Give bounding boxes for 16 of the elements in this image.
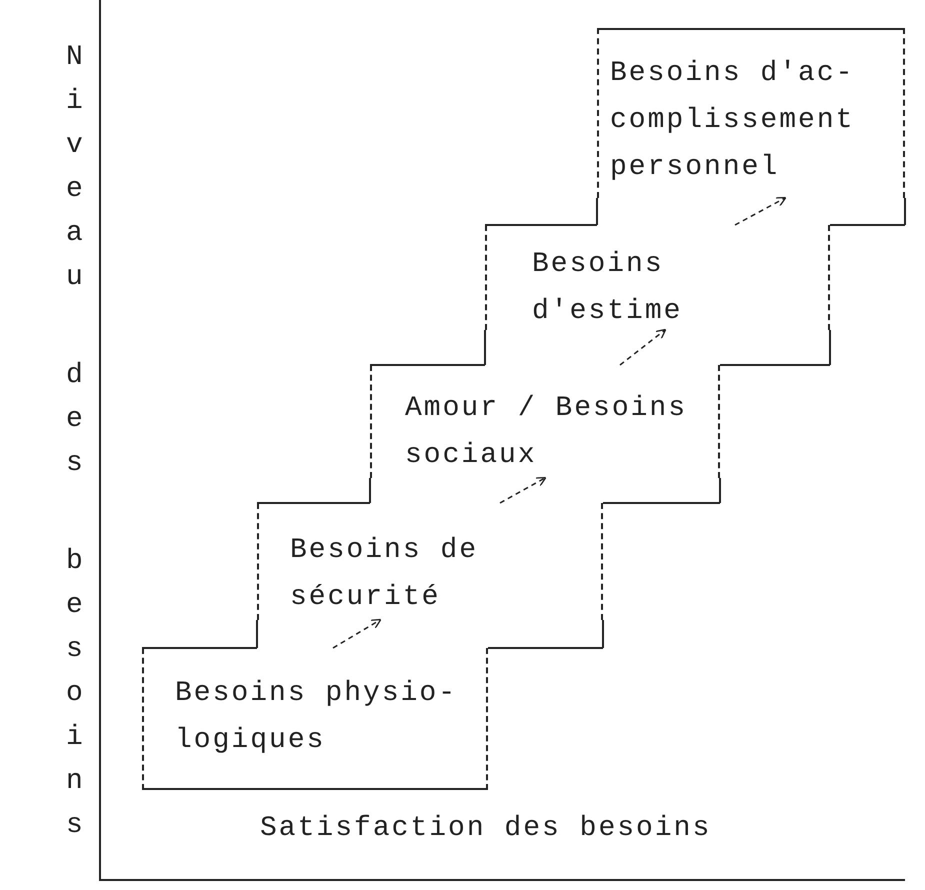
stair-step-box — [597, 28, 905, 198]
dashed-arrow — [332, 618, 382, 649]
step-label: Amour / Besoins sociaux — [405, 392, 688, 473]
stair-step-box — [257, 503, 603, 620]
axis-label: Niveau des besoins — [66, 41, 83, 843]
step-label: Besoins de sécurité — [290, 534, 480, 615]
stair-step-box — [370, 365, 720, 478]
step-label: Besoins d'ac- complissement personnel — [610, 57, 856, 185]
dashed-arrow — [620, 328, 666, 366]
step-label: Besoins d'estime — [532, 248, 684, 329]
step-label: Besoins physio- logiques — [175, 677, 458, 758]
axis-label: Satisfaction des besoins — [260, 813, 712, 844]
stair-step-box — [485, 225, 830, 330]
stair-step-box — [142, 648, 488, 790]
dashed-arrow — [500, 476, 546, 504]
dashed-arrow — [734, 196, 786, 226]
